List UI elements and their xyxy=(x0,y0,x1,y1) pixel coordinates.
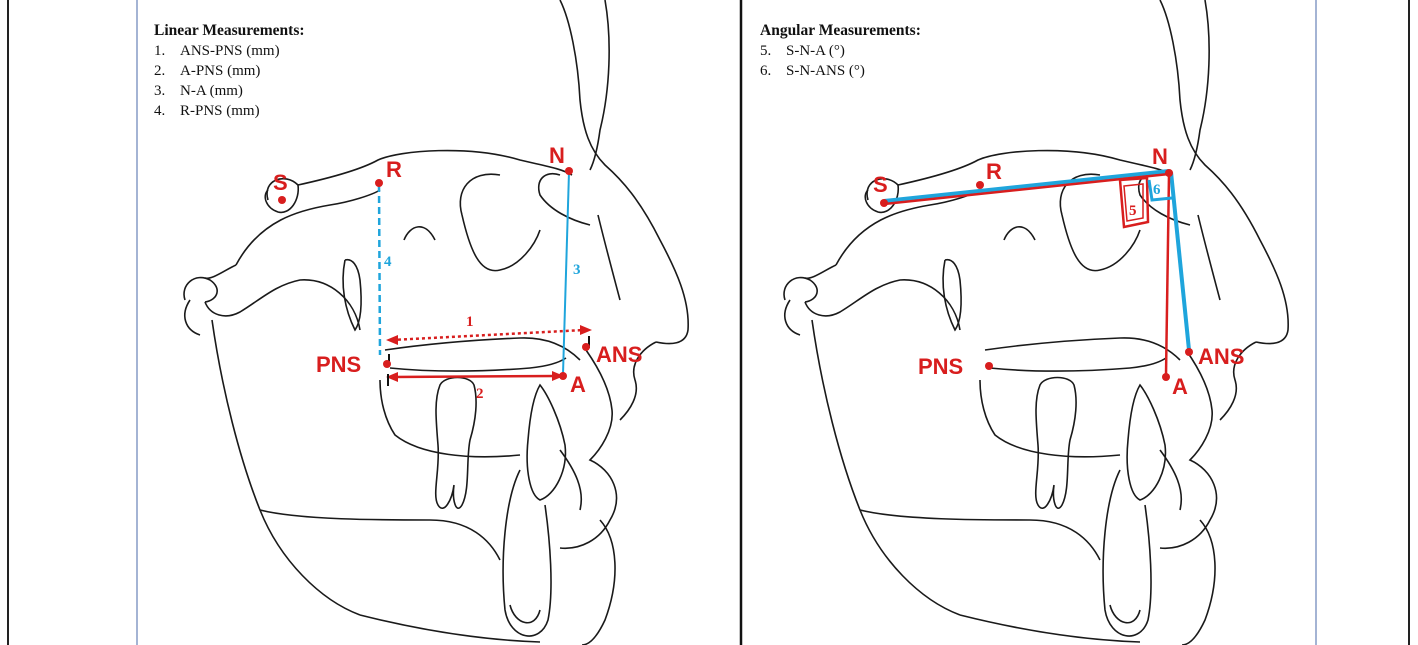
landmark-pns: PNS xyxy=(918,354,963,379)
legend-item: 6.S-N-ANS (°) xyxy=(760,61,921,81)
measure-label-6: 6 xyxy=(1153,182,1161,198)
linear-legend-title: Linear Measurements: xyxy=(154,21,305,41)
angular-legend: Angular Measurements: 5.S-N-A (°) 6.S-N-… xyxy=(760,21,921,81)
legend-label: S-N-A (°) xyxy=(786,41,845,61)
legend-num: 2. xyxy=(154,61,180,81)
legend-num: 3. xyxy=(154,81,180,101)
landmark-n: N xyxy=(1152,144,1168,169)
legend-item: 3.N-A (mm) xyxy=(154,81,305,101)
landmark-pns: PNS xyxy=(316,352,361,377)
measure-label-2: 2 xyxy=(476,386,484,402)
landmark-a: A xyxy=(1172,374,1188,399)
landmark-s: S xyxy=(873,172,888,197)
legend-label: ANS-PNS (mm) xyxy=(180,41,280,61)
legend-num: 4. xyxy=(154,101,180,121)
measure-line-r-pns xyxy=(379,185,380,355)
arrowhead-left xyxy=(386,335,398,345)
linear-legend: Linear Measurements: 1.ANS-PNS (mm) 2.A-… xyxy=(154,21,305,121)
legend-label: R-PNS (mm) xyxy=(180,101,260,121)
landmark-r: R xyxy=(386,157,402,182)
measure-line-n-a xyxy=(563,172,569,374)
legend-num: 6. xyxy=(760,61,786,81)
legend-item: 2.A-PNS (mm) xyxy=(154,61,305,81)
landmark-ans: ANS xyxy=(1198,344,1244,369)
measure-label-5: 5 xyxy=(1129,203,1137,219)
angular-panel: S R N PNS ANS A 5 6 Angular Measurements… xyxy=(600,0,1418,645)
measure-line-ans-pns xyxy=(392,330,584,340)
legend-num: 1. xyxy=(154,41,180,61)
measure-line-a-pns xyxy=(392,376,558,377)
measure-line-n-a xyxy=(1166,174,1169,375)
skull-outline xyxy=(784,0,1288,645)
landmark-a: A xyxy=(570,372,586,397)
angular-legend-title: Angular Measurements: xyxy=(760,21,921,41)
legend-item: 1.ANS-PNS (mm) xyxy=(154,41,305,61)
measure-label-1: 1 xyxy=(466,314,474,330)
measure-line-n-ans xyxy=(1171,172,1189,350)
measure-label-3: 3 xyxy=(573,262,581,278)
legend-item: 5.S-N-A (°) xyxy=(760,41,921,61)
landmark-s: S xyxy=(273,170,288,195)
arrowhead-right xyxy=(580,325,592,335)
legend-item: 4.R-PNS (mm) xyxy=(154,101,305,121)
measure-label-4: 4 xyxy=(384,254,392,270)
legend-label: S-N-ANS (°) xyxy=(786,61,865,81)
legend-label: N-A (mm) xyxy=(180,81,243,101)
landmark-points xyxy=(880,169,1193,381)
landmark-n: N xyxy=(549,143,565,168)
legend-label: A-PNS (mm) xyxy=(180,61,260,81)
landmark-r: R xyxy=(986,159,1002,184)
legend-num: 5. xyxy=(760,41,786,61)
angular-skull-drawing: S R N PNS ANS A 5 6 xyxy=(600,0,1418,645)
